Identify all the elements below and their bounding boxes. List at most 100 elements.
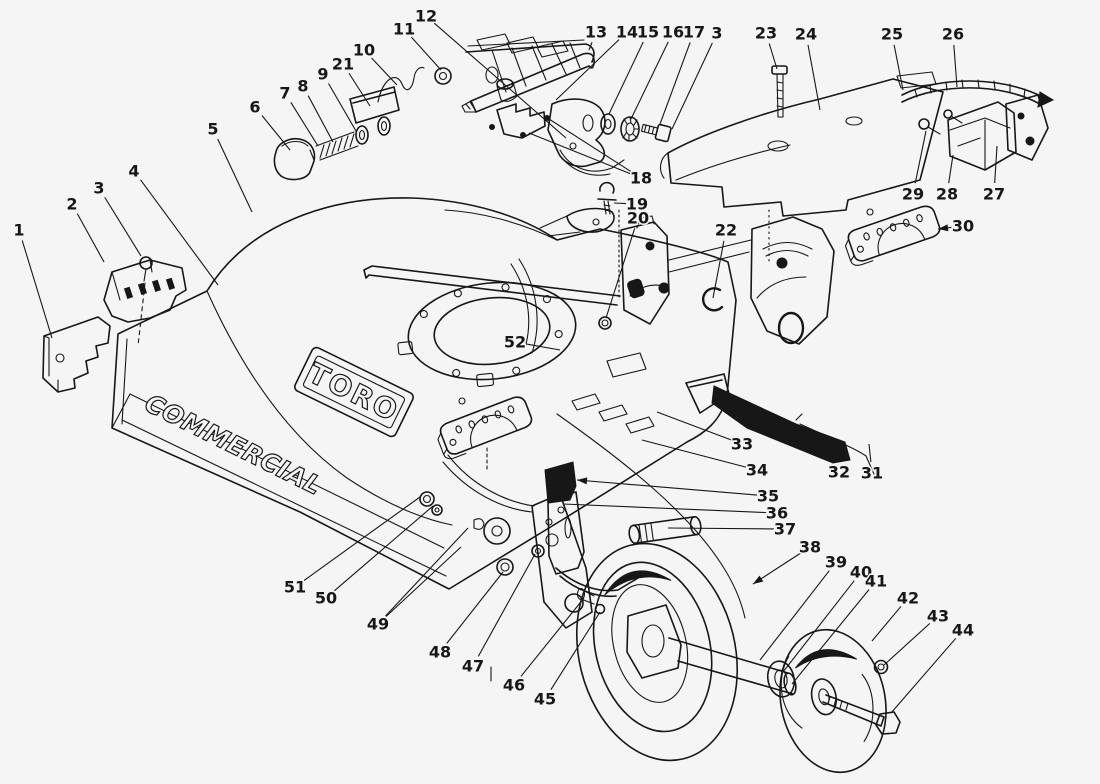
handle-mount-assembly (273, 33, 672, 330)
callout-8: 8 (296, 75, 334, 143)
axle-and-bearing (668, 637, 797, 698)
rear-frame-assembly (363, 209, 835, 345)
callout-number-5: 5 (207, 120, 218, 139)
leader-line-23 (768, 43, 778, 70)
callout-number-41: 41 (865, 572, 887, 591)
c-clip (702, 287, 724, 312)
leader-line-25 (893, 44, 904, 91)
leader-line-19 (613, 202, 627, 205)
callout-5: 5 (206, 118, 253, 213)
callout-11: 11 (391, 18, 442, 71)
callout-number-1: 1 (13, 221, 24, 240)
leader-line-13 (588, 42, 593, 51)
callout-3: 3 (671, 22, 724, 130)
callout-number-37: 37 (774, 520, 796, 539)
callout-24: 24 (793, 23, 821, 111)
callout-number-32: 32 (828, 463, 850, 482)
callout-2: 2 (65, 193, 105, 263)
callout-number-29: 29 (902, 185, 924, 204)
leader-line-36 (562, 503, 767, 514)
callout-number-3: 3 (711, 24, 722, 43)
callout-31: 31 (859, 443, 885, 484)
callout-37: 37 (667, 518, 798, 540)
control-cable (556, 413, 746, 619)
leader-line-46 (520, 597, 585, 677)
leader-line-4 (140, 179, 219, 286)
callout-number-3: 3 (93, 179, 104, 198)
callout-1: 1 (12, 219, 53, 339)
callout-number-23: 23 (755, 24, 777, 43)
leader-line-50 (333, 505, 434, 592)
leader-line-40 (782, 580, 855, 673)
callout-32: 32 (821, 446, 852, 483)
leader-line-11 (410, 36, 442, 71)
callout-10: 10 (351, 39, 398, 86)
deflector-assembly (711, 385, 875, 475)
callout-51: 51 (282, 496, 421, 598)
callout-16: 16 (630, 21, 686, 120)
callout-30: 30 (937, 215, 976, 237)
leader-line-17 (659, 42, 691, 125)
callout-number-47: 47 (462, 657, 484, 676)
callout-13: 13 (583, 21, 609, 51)
leader-line-35 (576, 479, 758, 496)
callout-18: 18 (528, 118, 654, 189)
callout-number-43: 43 (927, 607, 949, 626)
callout-number-35: 35 (757, 487, 779, 506)
callout-number-18: 18 (630, 169, 652, 188)
front-wheel (575, 542, 739, 762)
leader-line-48 (446, 571, 504, 644)
callout-36: 36 (562, 502, 790, 524)
callout-number-12: 12 (415, 7, 437, 26)
leader-line-26 (953, 44, 958, 88)
callout-number-42: 42 (897, 589, 919, 608)
leader-line-9 (328, 83, 357, 132)
leader-line-5 (217, 138, 253, 213)
leader-line-15 (608, 41, 644, 115)
callout-52: 52 (502, 331, 561, 353)
callout-12: 12 (413, 5, 567, 139)
callout-7: 7 (278, 82, 319, 147)
callout-14: 14 (555, 21, 640, 101)
callout-number-39: 39 (825, 553, 847, 572)
adjuster-screw-front (458, 397, 466, 405)
leader-line-32 (821, 446, 834, 464)
callout-4: 4 (127, 160, 219, 286)
leader-line-14 (555, 39, 620, 101)
leader-line-42 (871, 606, 902, 642)
leader-line-6 (261, 115, 291, 151)
leader-line-3 (671, 42, 713, 130)
leader-line-21 (348, 72, 371, 107)
callout-number-15: 15 (637, 23, 659, 42)
callout-number-50: 50 (315, 589, 337, 608)
leader-line-10 (371, 57, 398, 86)
adjuster-screw-rear (866, 208, 874, 216)
callout-number-9: 9 (317, 65, 328, 84)
callout-number-21: 21 (332, 55, 354, 74)
callout-number-34: 34 (746, 461, 768, 480)
callout-17: 17 (659, 21, 707, 125)
callout-number-51: 51 (284, 578, 306, 597)
callout-20: 20 (605, 207, 651, 319)
callout-number-38: 38 (799, 538, 821, 557)
callout-number-7: 7 (279, 84, 290, 103)
callout-28: 28 (934, 154, 960, 205)
callout-number-14: 14 (616, 23, 638, 42)
callout-number-27: 27 (983, 185, 1005, 204)
leader-line-28 (948, 154, 954, 184)
callout-49: 49 (365, 527, 469, 635)
leader-line-12 (433, 22, 567, 139)
leader-line-8 (307, 95, 334, 143)
callout-number-17: 17 (683, 23, 705, 42)
leader-line-34 (641, 439, 747, 468)
hubcap-wheel (779, 628, 901, 774)
callout-33: 33 (656, 411, 755, 455)
callout-25: 25 (879, 23, 905, 91)
leader-line-2 (76, 213, 105, 263)
leader-line-29 (914, 130, 927, 184)
callout-46: 46 (501, 597, 585, 696)
callout-number-46: 46 (503, 676, 525, 695)
leader-arrowhead-35 (577, 477, 588, 485)
